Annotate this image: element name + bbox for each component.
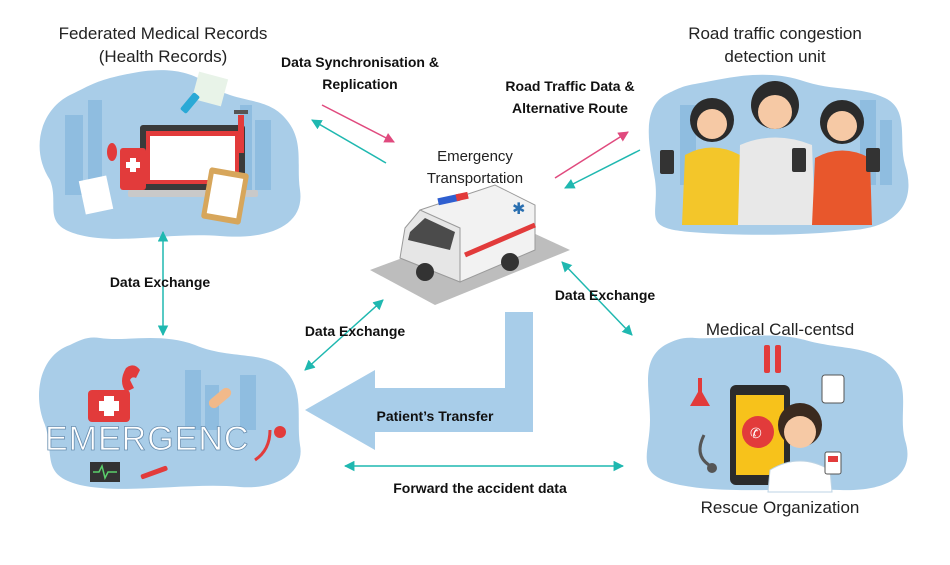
patient-transfer-label: Patient’s Transfer <box>376 408 494 424</box>
doctor-icon <box>767 403 833 493</box>
exchange-center-label: Data Exchange <box>304 323 406 339</box>
ambulance-node: ✱ <box>370 184 570 305</box>
emergency-transport-title-line2: Transportation <box>426 170 524 187</box>
road-arrow-pink <box>554 131 629 179</box>
call-center-node: ✆ <box>646 335 908 493</box>
road-arrow-teal <box>564 149 641 189</box>
sync-arrow-pink <box>321 104 395 143</box>
traffic-unit-title-line2: detection unit <box>724 47 826 66</box>
patient-transfer-arrow <box>305 312 533 450</box>
blood-tube-icon <box>764 345 781 373</box>
document-icon <box>78 175 114 215</box>
svg-text:✱: ✱ <box>512 199 525 218</box>
health-records-title-line1: Federated Medical Records <box>58 24 268 43</box>
emergency-transport-title: Emergency Transportation <box>400 146 550 190</box>
ecg-monitor-icon <box>90 462 120 482</box>
person-center-icon <box>738 81 815 225</box>
syringe-icon <box>234 110 248 153</box>
call-center-title-top: Medical Call-centsd <box>705 320 855 339</box>
traffic-unit-title-line1: Road traffic congestion <box>688 24 862 43</box>
health-records-title-line2: (Health Records) <box>98 47 228 66</box>
flask-icon <box>690 378 710 406</box>
stethoscope-icon <box>254 426 286 462</box>
first-aid-kit-icon <box>88 390 130 422</box>
telephone-icon <box>122 365 140 392</box>
sync-arrow-teal <box>311 119 387 164</box>
forward-accident-label: Forward the accident data <box>393 480 567 496</box>
city-skyline <box>65 100 271 195</box>
person-left-icon <box>660 98 742 225</box>
phone-icon <box>120 148 146 190</box>
exchange-left-label: Data Exchange <box>109 274 211 290</box>
exchange-right-arrow <box>561 261 633 336</box>
health-records-title: Federated Medical Records (Health Record… <box>18 22 308 68</box>
road-traffic-label: Road Traffic Data & Alternative Route <box>470 75 670 119</box>
pill-icon <box>107 143 117 161</box>
road-traffic-label-line2: Alternative Route <box>512 100 628 116</box>
call-center-title-bottom: Rescue Organization <box>700 498 860 517</box>
traffic-unit-node <box>648 74 909 235</box>
medicine-bottle-icon <box>824 451 842 475</box>
emergency-sign-text: EMERGENC <box>45 420 249 458</box>
sync-label: Data Synchronisation & Replication <box>245 51 475 95</box>
sync-label-line1: Data Synchronisation & <box>281 54 439 70</box>
road-traffic-label-line1: Road Traffic Data & <box>505 78 635 94</box>
marker-icon <box>180 92 200 114</box>
svg-text:✆: ✆ <box>750 426 762 442</box>
medical-note-icon <box>191 71 229 107</box>
ambulance-icon: ✱ <box>399 184 536 283</box>
health-records-node <box>39 70 301 239</box>
clipboard-icon <box>821 374 845 404</box>
exchange-right-label: Data Exchange <box>554 287 656 303</box>
emergency-node <box>38 337 301 489</box>
sync-label-line2: Replication <box>322 76 398 92</box>
stethoscope-icon <box>698 434 717 473</box>
exchange-center-arrow <box>304 299 384 371</box>
clipboard-icon <box>201 167 249 225</box>
person-right-icon <box>812 100 880 225</box>
smartphone-icon: ✆ <box>730 385 790 485</box>
traffic-unit-title: Road traffic congestion detection unit <box>640 22 910 68</box>
emergency-blob <box>38 337 301 489</box>
emergency-transport-title-line1: Emergency <box>437 148 513 165</box>
bandage-icon <box>208 387 232 409</box>
thermometer-icon <box>140 465 168 480</box>
